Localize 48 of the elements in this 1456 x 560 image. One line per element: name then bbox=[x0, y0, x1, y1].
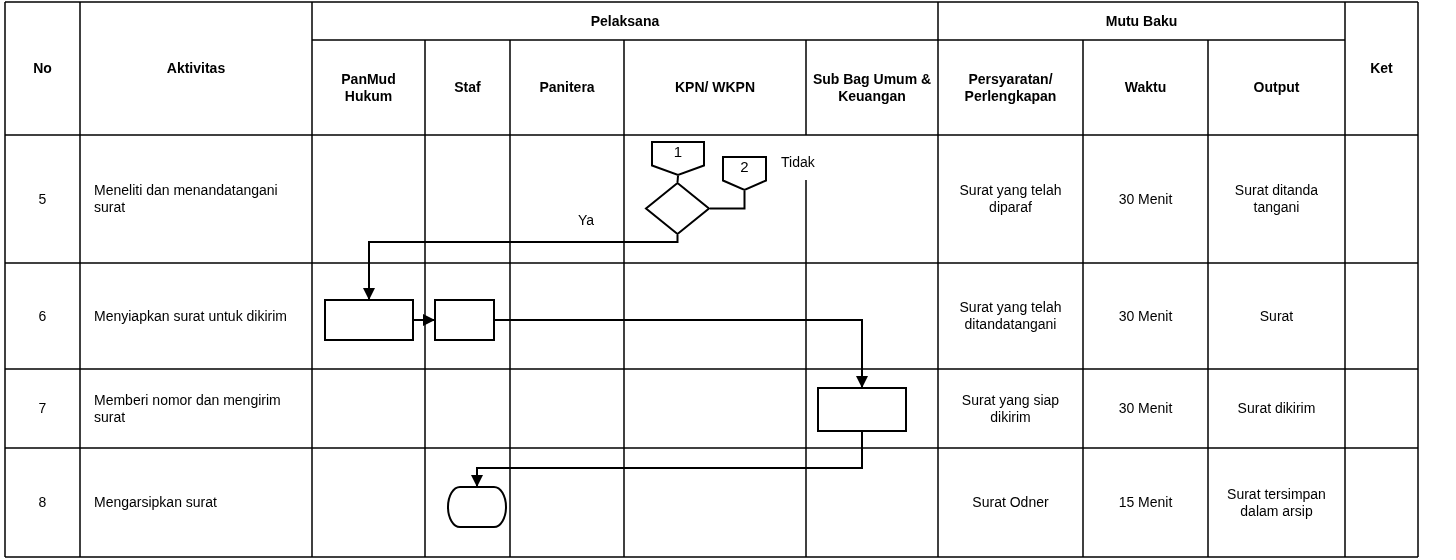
flow-line bbox=[676, 175, 679, 183]
flow-arrow bbox=[494, 319, 868, 388]
table-cell-text: 5 bbox=[38, 190, 47, 208]
column-header: Waktu bbox=[1124, 79, 1167, 96]
column-header: No bbox=[33, 60, 52, 77]
column-header: KPN/ WKPN bbox=[674, 79, 756, 96]
flow-arrow bbox=[413, 314, 435, 326]
column-header: Pelaksana bbox=[590, 12, 660, 30]
column-header: Output bbox=[1253, 79, 1300, 96]
process-box bbox=[434, 299, 495, 341]
decision-diamond bbox=[645, 182, 710, 235]
table-cell-text: Surat yang siap dikirim bbox=[960, 391, 1061, 426]
table-cell-text: 6 bbox=[38, 307, 47, 325]
edge-label: Ya bbox=[578, 212, 595, 228]
table-cell-text: Surat yang telah diparaf bbox=[958, 182, 1063, 216]
column-header: Staf bbox=[454, 79, 481, 96]
process-box bbox=[817, 387, 907, 432]
table-cell-text: 30 Menit bbox=[1118, 400, 1173, 417]
flow-line bbox=[709, 190, 746, 210]
table-cell-text: 15 Menit bbox=[1118, 494, 1173, 511]
column-header: Aktivitas bbox=[166, 60, 226, 77]
table-cell-text: Surat Odner bbox=[972, 494, 1049, 511]
connector-note: Tidak bbox=[781, 154, 815, 170]
column-header: Panitera bbox=[539, 79, 595, 96]
table-cell-text: Mengarsipkan surat bbox=[94, 494, 217, 511]
table-cell-text: Surat tersimpan dalam arsip bbox=[1226, 485, 1327, 520]
terminator-shape bbox=[447, 486, 507, 528]
table-cell-text: 30 Menit bbox=[1118, 190, 1173, 208]
flow-arrow bbox=[471, 431, 863, 487]
table-cell-text: Meneliti dan menandatangani surat bbox=[94, 182, 279, 216]
column-header: Mutu Baku bbox=[1105, 12, 1178, 30]
table-cell-text: Surat dikirim bbox=[1237, 400, 1316, 417]
table-cell-text: Menyiapkan surat untuk dikirim bbox=[94, 307, 287, 325]
column-header: Ket bbox=[1370, 60, 1393, 77]
column-header: PanMud Hukum bbox=[340, 70, 397, 105]
process-box bbox=[324, 299, 414, 341]
offpage-connector: 2 bbox=[722, 156, 767, 191]
table-cell-text: Memberi nomor dan mengirim surat bbox=[94, 391, 282, 426]
table-cell-text: 30 Menit bbox=[1118, 307, 1173, 325]
table-cell-text: Surat bbox=[1259, 307, 1294, 325]
column-header: Persyaratan/ Perlengkapan bbox=[963, 70, 1058, 105]
flow-arrow bbox=[363, 234, 679, 300]
column-header: Sub Bag Umum & Keuangan bbox=[812, 70, 932, 105]
table-cell-text: 7 bbox=[38, 400, 47, 417]
offpage-connector: 1 bbox=[651, 141, 705, 176]
table-cell-text: Surat ditanda tangani bbox=[1233, 182, 1320, 216]
table-cell-text: Surat yang telah ditandatangani bbox=[958, 299, 1063, 333]
table-cell-text: 8 bbox=[38, 494, 47, 511]
